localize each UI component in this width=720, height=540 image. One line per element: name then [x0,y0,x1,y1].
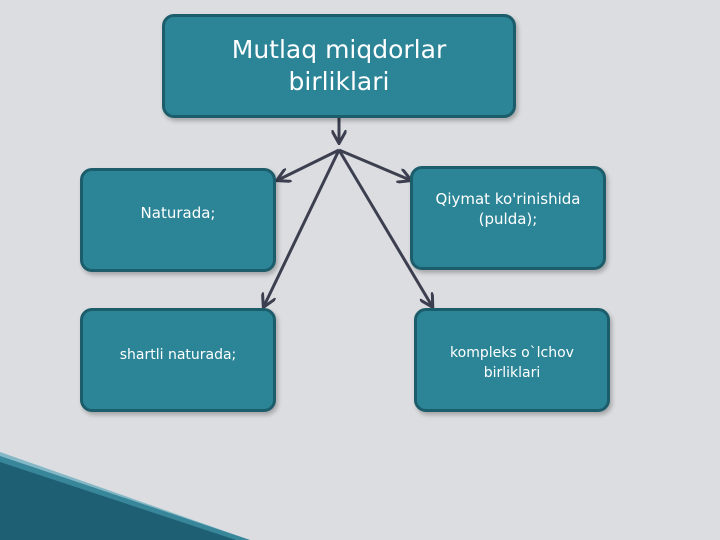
node-shartli-label: shartli naturada; [119,347,237,363]
node-qiymat-label: Qiymat ko'rinishida (pulda); [435,190,581,228]
node-qiymat: Qiymat ko'rinishida (pulda); [410,166,606,270]
node-naturada: Naturada; [80,168,276,272]
node-naturada-label: Naturada; [140,204,216,222]
title-node-label: Mutlaq miqdorlar birliklari [231,35,447,96]
arrow-to-shartli [264,149,341,306]
arrow-to-kompleks [337,149,432,306]
node-kompleks: kompleks o`lchov birliklari [414,308,610,412]
arrow-to-qiymat [338,148,410,180]
title-node: Mutlaq miqdorlar birliklari [162,14,516,118]
node-shartli: shartli naturada; [80,308,276,412]
node-kompleks-label: kompleks o`lchov birliklari [450,345,574,381]
arrow-to-naturada [278,148,340,180]
